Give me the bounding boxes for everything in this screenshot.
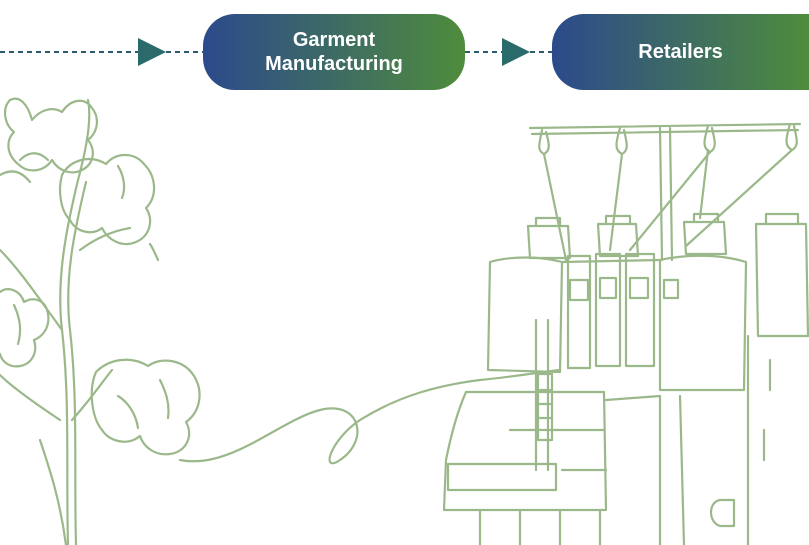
thread-spool — [526, 224, 572, 260]
step-label: Garment Manufacturing — [265, 29, 403, 75]
stem — [59, 98, 91, 545]
arrow-head-icon — [138, 38, 166, 66]
cotton-boll — [4, 97, 98, 174]
step-retailers: Retailers — [552, 14, 809, 90]
machine-body — [486, 256, 564, 374]
side-handle — [709, 498, 736, 528]
thread-spool — [754, 222, 809, 338]
thread-stand — [528, 122, 802, 130]
stem — [67, 180, 88, 545]
step-garment-manufacturing: Garment Manufacturing — [203, 14, 465, 90]
needle-bar — [536, 372, 554, 442]
thread-spool — [682, 220, 728, 256]
arrow-head-icon — [502, 38, 530, 66]
machine-bed — [442, 390, 608, 512]
cotton-boll — [59, 153, 156, 246]
thread-spool — [596, 222, 640, 258]
cotton-boll — [90, 358, 201, 456]
tension-dial — [566, 254, 592, 370]
thread-line — [178, 368, 562, 465]
step-label: Retailers — [638, 41, 723, 63]
